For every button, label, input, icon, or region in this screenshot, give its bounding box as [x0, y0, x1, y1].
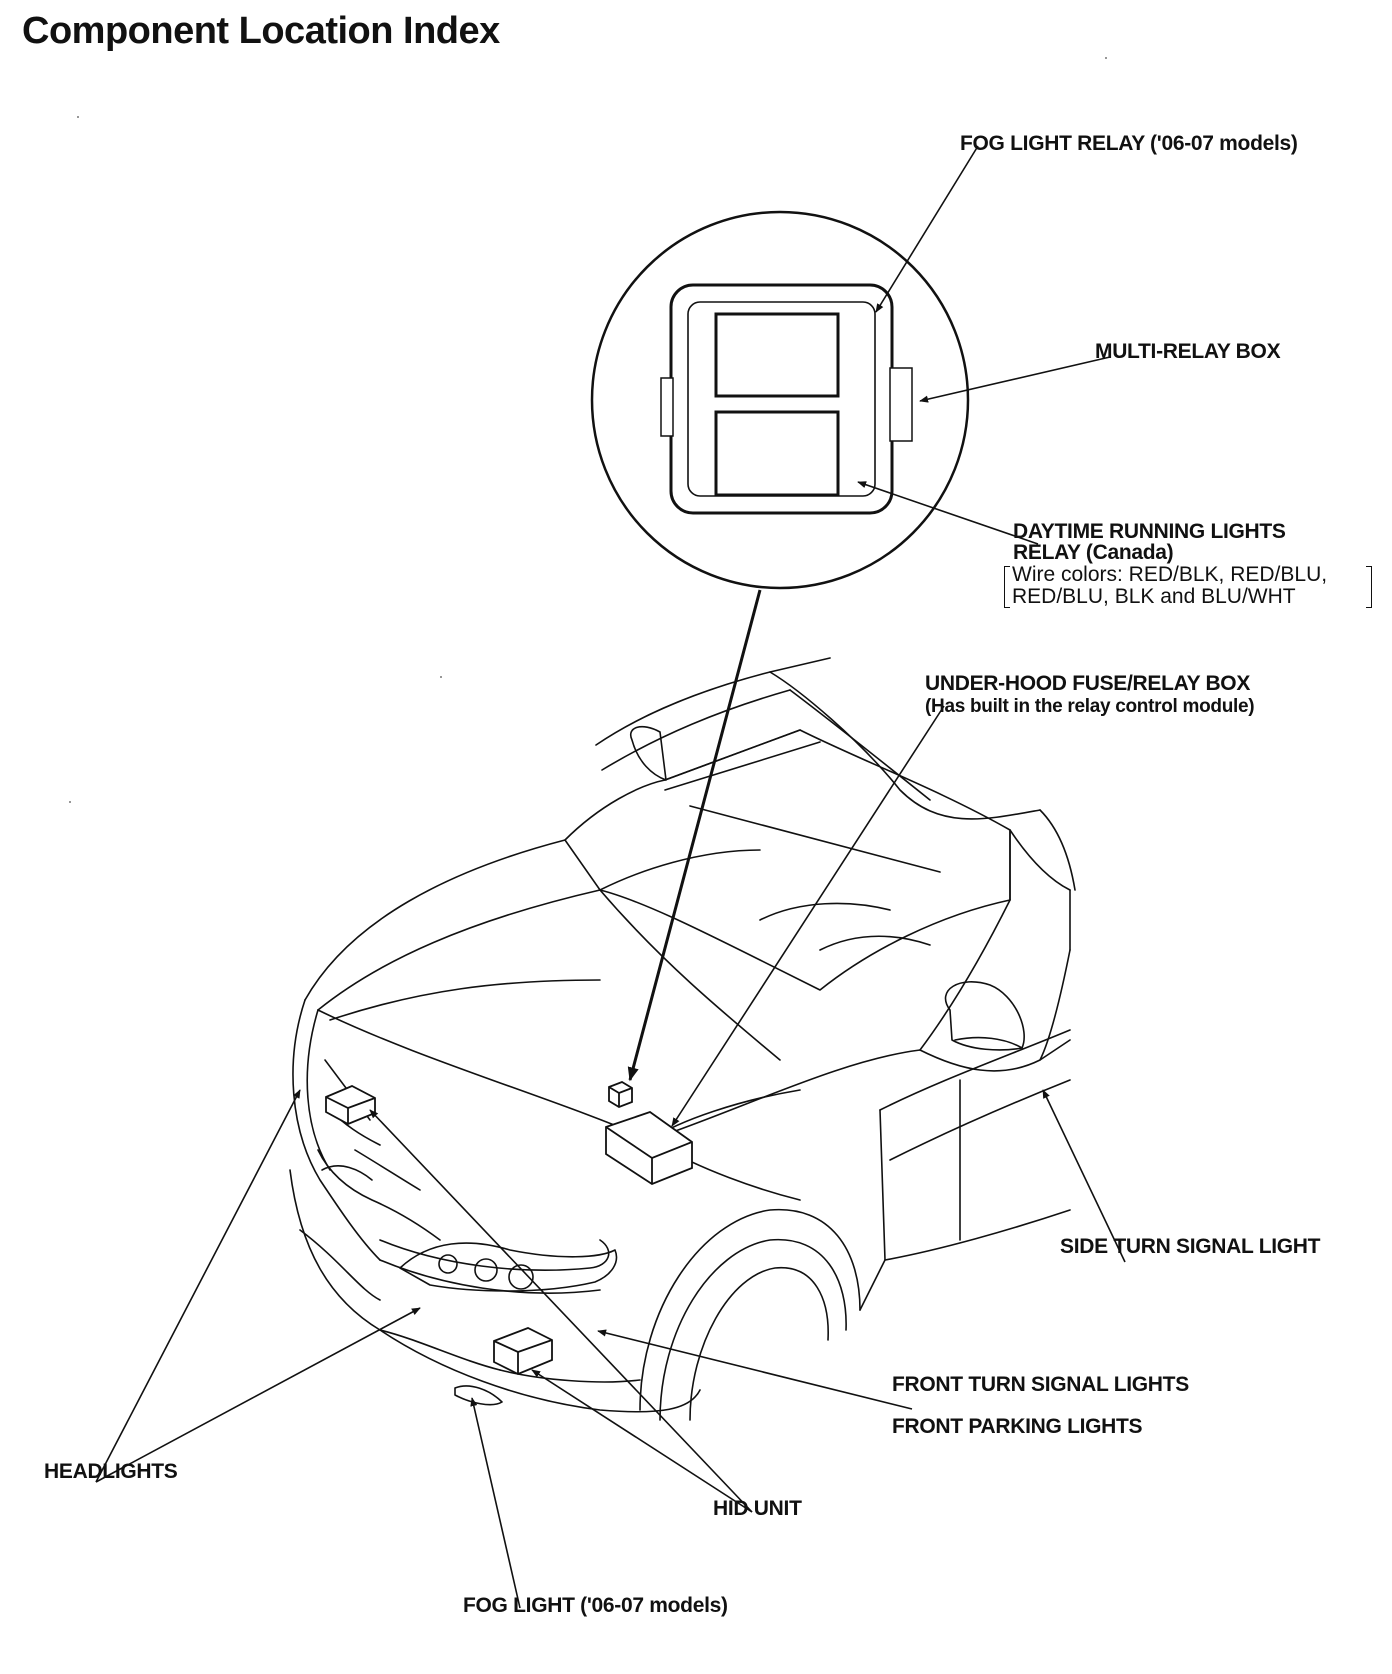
leader-fog-light: [470, 1397, 521, 1609]
front-door: [879, 1079, 961, 1261]
label-front-turn-signal-lights: FRONT TURN SIGNAL LIGHTS: [892, 1373, 1189, 1396]
front-wheel: [659, 1238, 847, 1421]
hood-crease: [329, 979, 601, 1021]
car-body: [289, 657, 1076, 1421]
label-fog-light: FOG LIGHT ('06-07 models): [463, 1594, 728, 1617]
leader-detail-to-car: [627, 589, 762, 1082]
wire-colors-bracket-left: [1004, 566, 1010, 608]
leader-headlight-left: [95, 1089, 301, 1483]
fog-light-shape: [454, 1385, 503, 1406]
label-drl-wire-colors-line1: Wire colors: RED/BLK, RED/BLU,: [1012, 563, 1328, 586]
leader-hid-left: [369, 1109, 753, 1513]
page-title: Component Location Index: [22, 10, 500, 52]
multi-relay-box-small: [608, 1081, 633, 1108]
label-hid-unit: HID UNIT: [713, 1497, 802, 1520]
wire-colors-bracket-right: [1366, 566, 1372, 608]
multi-relay-box-drawing: [660, 283, 913, 515]
roof-line: [595, 657, 831, 746]
leader-multi-relay-box: [919, 356, 1111, 403]
detail-magnifier: [590, 210, 970, 590]
label-under-hood-fuse-relay-box: UNDER-HOOD FUSE/RELAY BOX: [925, 672, 1251, 695]
label-side-turn-signal-light: SIDE TURN SIGNAL LIGHT: [1060, 1235, 1321, 1258]
label-headlights: HEADLIGHTS: [44, 1460, 178, 1483]
label-drl-relay-line2: RELAY (Canada): [1013, 541, 1174, 564]
wheel-arch: [639, 1208, 861, 1411]
label-drl-wire-colors-line2: RED/BLU, BLK and BLU/WHT: [1012, 585, 1296, 608]
leader-hid-right: [531, 1369, 753, 1513]
detail-circle: [590, 210, 970, 590]
windshield: [564, 729, 1011, 991]
label-under-hood-note: (Has built in the relay control module): [925, 696, 1255, 717]
fog-light-relay-shape: [714, 312, 840, 398]
scan-specks: [69, 57, 1107, 803]
multi-relay-box-left-tab: [660, 377, 674, 437]
drl-relay-shape: [714, 410, 840, 497]
leader-drl-relay: [857, 481, 1039, 545]
leader-lines: [95, 145, 1126, 1609]
label-fog-light-relay: FOG LIGHT RELAY ('06-07 models): [960, 132, 1298, 155]
hood-outline: [304, 839, 566, 1001]
left-mirror: [629, 725, 667, 781]
grille: [379, 1239, 610, 1271]
body-side-line: [879, 1029, 1071, 1111]
left-headlight-housing: [292, 999, 381, 1261]
label-front-parking-lights: FRONT PARKING LIGHTS: [892, 1415, 1143, 1438]
leader-front-turn-signal: [597, 1329, 913, 1410]
leader-under-hood-box: [671, 705, 945, 1127]
label-multi-relay-box: MULTI-RELAY BOX: [1095, 340, 1281, 363]
multi-relay-box-right-tab: [889, 367, 913, 442]
right-headlight: [399, 1242, 618, 1292]
multi-relay-box-outer: [669, 283, 894, 515]
leader-fog-light-relay: [875, 145, 979, 313]
hood-components: [325, 1081, 693, 1375]
front-bumper: [289, 1169, 701, 1413]
leader-headlight-right: [95, 1307, 421, 1483]
right-mirror: [944, 981, 1025, 1051]
label-drl-relay-line1: DAYTIME RUNNING LIGHTS: [1013, 520, 1286, 543]
wipers: [759, 902, 931, 951]
leader-side-turn-signal: [1042, 1089, 1126, 1263]
